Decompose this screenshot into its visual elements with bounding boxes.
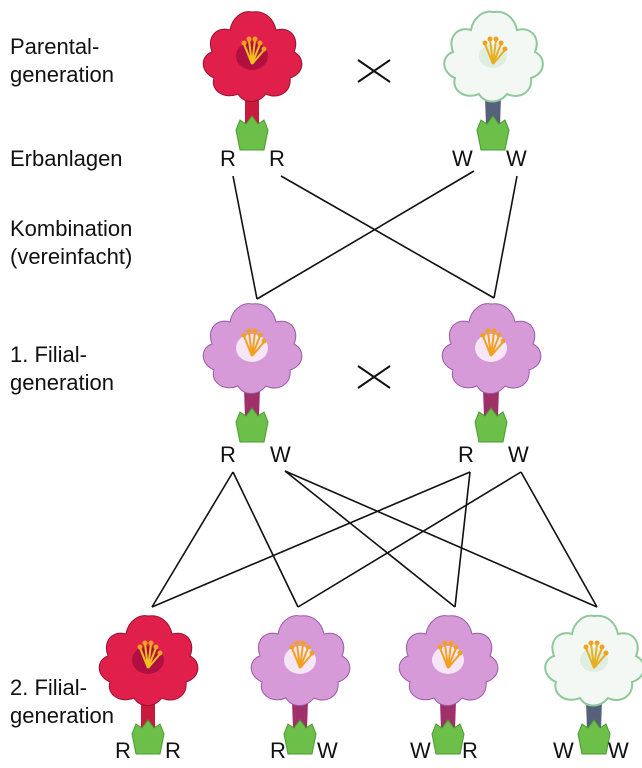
- f1-cross-icon: [357, 365, 391, 389]
- kombination-label-line2: (vereinfacht): [10, 244, 133, 269]
- allele-f1-left-a: R: [220, 442, 236, 467]
- f2-label-line2: generation: [10, 703, 114, 728]
- allele-f2-4-b: W: [608, 738, 629, 763]
- parental-combination-lines: [232, 170, 518, 300]
- kombination-label-line1: Kombination: [10, 216, 133, 241]
- allele-f2-3-a: W: [410, 738, 431, 763]
- f2-generation-label: 2. Filial- generation: [10, 674, 114, 730]
- parent-white-flower-icon: [443, 10, 544, 151]
- parental-cross-icon: [357, 59, 391, 83]
- allele-parent-left-a: R: [220, 146, 236, 171]
- parental-label-line2: generation: [10, 62, 114, 87]
- allele-f1-right-b: W: [508, 442, 529, 467]
- allele-parent-left-b: R: [269, 146, 285, 171]
- f1-label-line2: generation: [10, 370, 114, 395]
- allele-parent-right-b: W: [506, 146, 527, 171]
- erbanlagen-label: Erbanlagen: [10, 146, 123, 171]
- kombination-label: Kombination (vereinfacht): [10, 215, 132, 271]
- parent-red-flower-icon: [202, 10, 303, 151]
- f2-label-line1: 2. Filial-: [10, 675, 88, 700]
- allele-f2-1-b: R: [165, 738, 181, 763]
- f2-pink-flower-2-icon: [398, 614, 499, 755]
- f2-pink-flower-1-icon: [250, 614, 351, 755]
- allele-f2-2-b: W: [317, 738, 338, 763]
- f1-combination-lines: [151, 470, 598, 608]
- f1-generation-label: 1. Filial- generation: [10, 341, 114, 397]
- f1-left-flower-icon: [202, 302, 303, 443]
- parental-label-line1: Parental-: [10, 34, 100, 59]
- parental-generation-label: Parental- generation: [10, 33, 114, 89]
- allele-f1-right-a: R: [458, 442, 474, 467]
- f1-label-line1: 1. Filial-: [10, 342, 88, 367]
- f2-red-flower-icon: [98, 614, 199, 755]
- f2-white-flower-icon: [544, 614, 642, 755]
- allele-f2-3-b: R: [462, 738, 478, 763]
- allele-f2-4-a: W: [553, 738, 574, 763]
- f1-right-flower-icon: [441, 302, 542, 443]
- allele-f2-2-a: R: [270, 738, 286, 763]
- allele-parent-right-a: W: [452, 146, 473, 171]
- allele-f2-1-a: R: [115, 738, 131, 763]
- allele-f1-left-b: W: [270, 442, 291, 467]
